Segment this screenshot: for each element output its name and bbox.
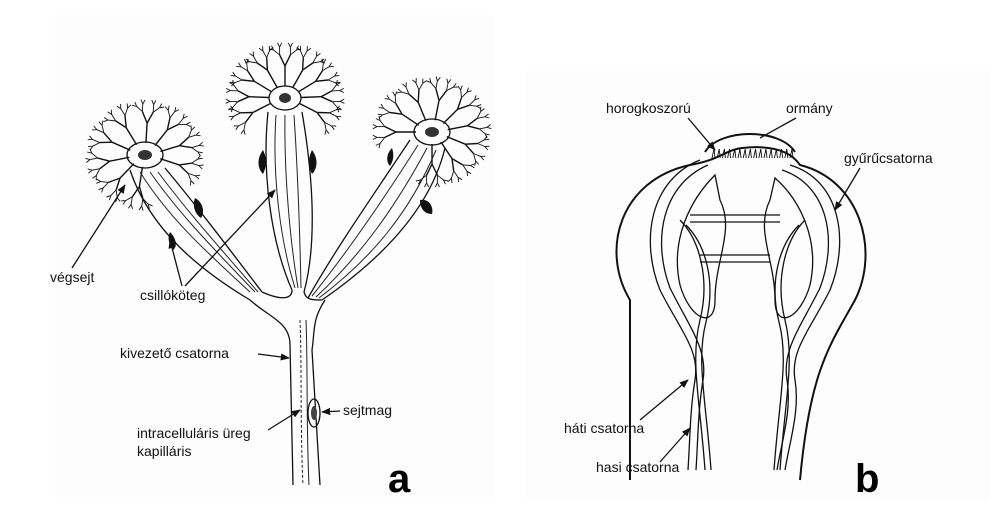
dendrite-branch	[303, 58, 304, 70]
panel-b: horogkoszorú ormány gyűrűcsatorna háti c…	[525, 70, 990, 501]
dendrite-branch	[335, 82, 340, 83]
label-horogkoszoru: horogkoszorú	[606, 100, 691, 116]
label-intracellularis: intracelluláris üreg	[137, 425, 251, 441]
label-hati: háti csatorna	[564, 420, 644, 436]
dendrite-branch	[249, 97, 269, 98]
dendrite-branch	[451, 178, 452, 183]
label-vegsejt: végsejt	[50, 269, 94, 285]
label-kivezeto: kivezető csatorna	[120, 345, 229, 361]
panel-a-letter: a	[388, 457, 411, 501]
dendrite-branch	[395, 96, 396, 104]
dendrite-branch	[230, 82, 235, 83]
label-csillokoteg: csillóköteg	[140, 287, 205, 303]
dendrite-branch	[301, 97, 321, 98]
dendrite-branch	[467, 171, 468, 176]
label-hasi: hasi csatorna	[596, 459, 679, 475]
label-gyurucsatorna: gyűrűcsatorna	[844, 150, 933, 166]
dendrite-branch	[463, 165, 471, 166]
dendrite-branch	[418, 90, 419, 102]
label-sejtmag: sejtmag	[343, 402, 392, 418]
label-ormany: ormány	[786, 100, 833, 116]
panel-b-letter: b	[855, 457, 879, 501]
dendrite-branch	[196, 175, 201, 176]
label-kapillaris: kapilláris	[137, 443, 191, 459]
dendrite-branch	[267, 58, 268, 70]
dendrite-branch	[465, 144, 477, 145]
dendrite-branch	[190, 181, 191, 186]
dendrite-branch	[127, 103, 128, 108]
panel-a: végsejt csillóköteg kivezető csatorna in…	[50, 15, 495, 501]
